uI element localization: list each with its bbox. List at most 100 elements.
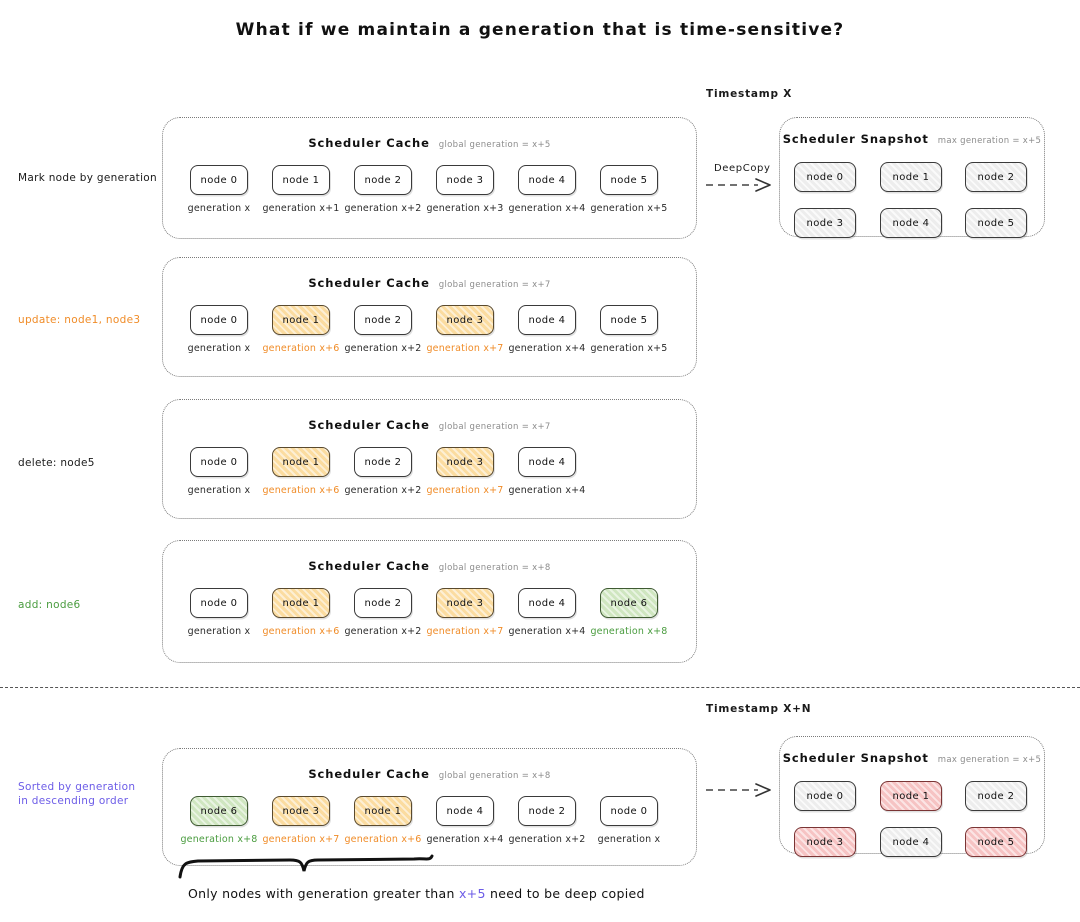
node-chip[interactable]: node 2	[518, 796, 576, 826]
panel-subtitle: global generation = x+5	[438, 140, 551, 150]
node-generation-label: generation x	[187, 626, 251, 637]
page-title: What if we maintain a generation that is…	[235, 20, 845, 40]
node-chip[interactable]: node 0	[190, 305, 248, 335]
panel-subtitle: global generation = x+8	[438, 563, 551, 573]
node-chip[interactable]: node 2	[354, 447, 412, 477]
row-label-4: Sorted by generation in descending order	[18, 780, 158, 808]
footnote: Only nodes with generation greater than …	[188, 886, 645, 901]
node-chip[interactable]: node 3	[436, 588, 494, 618]
timestamp-x-plus-n-label: Timestamp X+N	[706, 703, 812, 715]
node-chip[interactable]: node 4	[518, 165, 576, 195]
node-chip[interactable]: node 1	[272, 447, 330, 477]
node-chip[interactable]: node 0	[190, 588, 248, 618]
node-chip[interactable]: node 1	[272, 305, 330, 335]
snapshot-node-chip[interactable]: node 0	[794, 781, 856, 811]
panel-subtitle: global generation = x+7	[438, 280, 551, 290]
node-generation-label: generation x	[187, 485, 251, 496]
node-chip[interactable]: node 3	[272, 796, 330, 826]
node-generation-label: generation x	[187, 203, 251, 214]
node-generation-label: generation x	[597, 834, 661, 845]
panel-header: Scheduler Snapshot max generation = x+5	[780, 747, 1044, 766]
node-chip[interactable]: node 1	[354, 796, 412, 826]
snapshot-node-chip[interactable]: node 2	[965, 162, 1027, 192]
node-generation-label: generation x+4	[508, 626, 586, 637]
panel-subtitle: max generation = x+5	[937, 755, 1042, 765]
node-chip[interactable]: node 3	[436, 447, 494, 477]
node-chip[interactable]: node 0	[190, 447, 248, 477]
snapshot-node-chip[interactable]: node 4	[880, 827, 942, 857]
snapshot-node-chip[interactable]: node 1	[880, 781, 942, 811]
section-divider	[0, 687, 1080, 688]
panel-title: Scheduler Cache	[308, 418, 430, 432]
node-chip[interactable]: node 2	[354, 588, 412, 618]
node-chip[interactable]: node 2	[354, 305, 412, 335]
row-label-2: delete: node5	[18, 456, 158, 470]
node-generation-label: generation x+4	[508, 485, 586, 496]
row-label-line: add: node6	[18, 599, 81, 611]
node-chip[interactable]: node 3	[436, 165, 494, 195]
footnote-before: Only nodes with generation greater than	[188, 886, 455, 901]
deepcopy-label: DeepCopy	[714, 163, 771, 174]
node-chip[interactable]: node 6	[600, 588, 658, 618]
node-generation-label: generation x+2	[344, 485, 422, 496]
panel-title: Scheduler Snapshot	[782, 751, 929, 765]
node-chip[interactable]: node 0	[600, 796, 658, 826]
snapshot-node-chip[interactable]: node 3	[794, 827, 856, 857]
node-chip[interactable]: node 4	[518, 447, 576, 477]
node-generation-label: generation x+6	[344, 834, 422, 845]
row-label-line: update: node1, node3	[18, 314, 141, 326]
node-generation-label: generation x+4	[426, 834, 504, 845]
snapshot-node-chip[interactable]: node 5	[965, 827, 1027, 857]
node-chip[interactable]: node 5	[600, 305, 658, 335]
node-generation-label: generation x+7	[426, 485, 504, 496]
deepcopy-arrow: DeepCopy	[706, 163, 776, 192]
node-generation-label: generation x+5	[590, 203, 668, 214]
node-chip[interactable]: node 1	[272, 165, 330, 195]
panel-subtitle: global generation = x+8	[438, 771, 551, 781]
node-chip[interactable]: node 0	[190, 165, 248, 195]
node-generation-label: generation x+2	[344, 203, 422, 214]
node-generation-label: generation x+2	[344, 626, 422, 637]
timestamp-x-label: Timestamp X	[706, 88, 793, 100]
brace-icon	[178, 854, 436, 881]
row-label-line: delete: node5	[18, 457, 95, 469]
footnote-after: need to be deep copied	[490, 886, 645, 901]
row-label-line: Sorted by generation	[18, 781, 136, 793]
panel-header: Scheduler Cache global generation = x+8	[163, 763, 696, 782]
snapshot-node-chip[interactable]: node 4	[880, 208, 942, 238]
node-chip[interactable]: node 4	[518, 588, 576, 618]
node-generation-label: generation x	[187, 343, 251, 354]
footnote-highlight: x+5	[458, 886, 486, 901]
node-generation-label: generation x+6	[262, 485, 340, 496]
row-label-line: in descending order	[18, 795, 129, 807]
node-generation-label: generation x+6	[262, 343, 340, 354]
snapshot-node-chip[interactable]: node 5	[965, 208, 1027, 238]
node-generation-label: generation x+8	[590, 626, 668, 637]
node-generation-label: generation x+2	[344, 343, 422, 354]
snapshot-node-chip[interactable]: node 3	[794, 208, 856, 238]
node-generation-label: generation x+7	[426, 343, 504, 354]
node-generation-label: generation x+2	[508, 834, 586, 845]
node-chip[interactable]: node 2	[354, 165, 412, 195]
snapshot-arrow	[706, 783, 776, 797]
snapshot-node-chip[interactable]: node 2	[965, 781, 1027, 811]
node-chip[interactable]: node 4	[518, 305, 576, 335]
node-chip[interactable]: node 6	[190, 796, 248, 826]
node-chip[interactable]: node 3	[436, 305, 494, 335]
node-generation-label: generation x+4	[508, 203, 586, 214]
panel-title: Scheduler Cache	[308, 767, 430, 781]
node-chip[interactable]: node 1	[272, 588, 330, 618]
node-generation-label: generation x+5	[590, 343, 668, 354]
snapshot-node-chip[interactable]: node 0	[794, 162, 856, 192]
node-chip[interactable]: node 4	[436, 796, 494, 826]
snapshot-node-chip[interactable]: node 1	[880, 162, 942, 192]
node-chip[interactable]: node 5	[600, 165, 658, 195]
node-generation-label: generation x+1	[262, 203, 340, 214]
node-generation-label: generation x+7	[426, 626, 504, 637]
